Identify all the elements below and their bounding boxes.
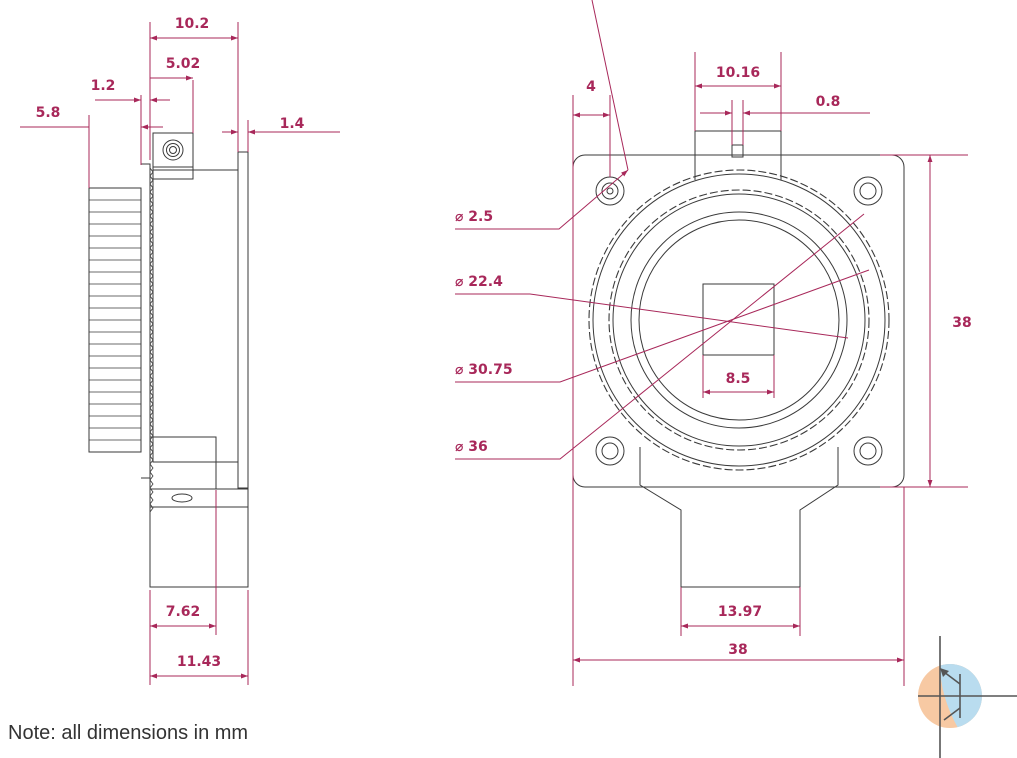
dia-label-36: ⌀ 36 bbox=[455, 439, 488, 455]
side-view: 10.2 5.02 1.2 5.8 1.4 7.62 11.43 bbox=[20, 16, 340, 685]
dim-label-13-97: 13.97 bbox=[718, 604, 762, 620]
side-view-dimensions bbox=[20, 22, 340, 685]
side-view-labels: 10.2 5.02 1.2 5.8 1.4 7.62 11.43 bbox=[36, 16, 305, 670]
dim-label-5-8: 5.8 bbox=[36, 105, 61, 121]
front-view-labels: 4 10.16 0.8 38 8.5 13.97 38 ⌀ 2.5 ⌀ 22.4… bbox=[455, 65, 972, 658]
transistor-symbol-icon bbox=[918, 636, 1017, 758]
dia-label-30-75: ⌀ 30.75 bbox=[455, 362, 513, 378]
dim-label-11-43: 11.43 bbox=[177, 654, 221, 670]
dim-label-10-2: 10.2 bbox=[175, 16, 210, 32]
dim-label-1-4: 1.4 bbox=[280, 116, 305, 132]
front-view-dimensions bbox=[455, 0, 968, 686]
dia-label-2-5: ⌀ 2.5 bbox=[455, 209, 493, 225]
dim-label-1-2: 1.2 bbox=[91, 78, 116, 94]
units-note: Note: all dimensions in mm bbox=[8, 722, 249, 744]
dim-label-5-02: 5.02 bbox=[166, 56, 201, 72]
dim-label-10-16: 10.16 bbox=[716, 65, 760, 81]
dim-label-38-height: 38 bbox=[952, 315, 971, 331]
dim-label-8-5: 8.5 bbox=[726, 371, 751, 387]
side-view-outline bbox=[88, 132, 249, 588]
dim-label-7-62: 7.62 bbox=[166, 604, 201, 620]
dia-label-22-4: ⌀ 22.4 bbox=[455, 274, 503, 290]
front-view: 4 10.16 0.8 38 8.5 13.97 38 ⌀ 2.5 ⌀ 22.4… bbox=[455, 0, 972, 686]
front-view-outline bbox=[572, 130, 905, 588]
dim-label-0-8: 0.8 bbox=[816, 94, 841, 110]
dim-label-38-width: 38 bbox=[728, 642, 747, 658]
dim-label-4: 4 bbox=[586, 79, 596, 95]
